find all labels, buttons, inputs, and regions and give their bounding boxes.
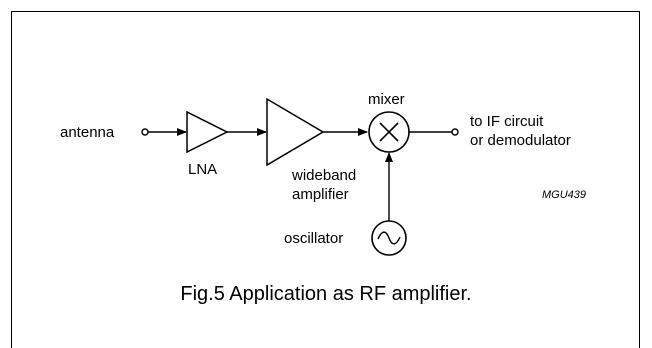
output-label-line2: or demodulator — [470, 132, 571, 149]
output-label-line1: to IF circuit — [470, 113, 544, 130]
mixer-label: mixer — [368, 91, 405, 108]
figure-frame — [11, 11, 640, 348]
figure-caption: Fig.5 Application as RF amplifier. — [180, 283, 472, 305]
lna-label: LNA — [188, 161, 217, 178]
wideband-label-line2: amplifier — [292, 186, 349, 203]
oscillator-label: oscillator — [284, 230, 343, 247]
mixer-cross-icon — [379, 122, 399, 142]
wideband-amplifier — [266, 97, 325, 167]
antenna-terminal — [141, 128, 149, 136]
output-terminal — [451, 128, 459, 136]
sine-wave-icon — [377, 231, 401, 245]
lna-amplifier — [186, 110, 229, 154]
figure-code: MGU439 — [542, 189, 586, 201]
wideband-label-line1: wideband — [291, 167, 356, 184]
antenna-label: antenna — [60, 124, 115, 141]
